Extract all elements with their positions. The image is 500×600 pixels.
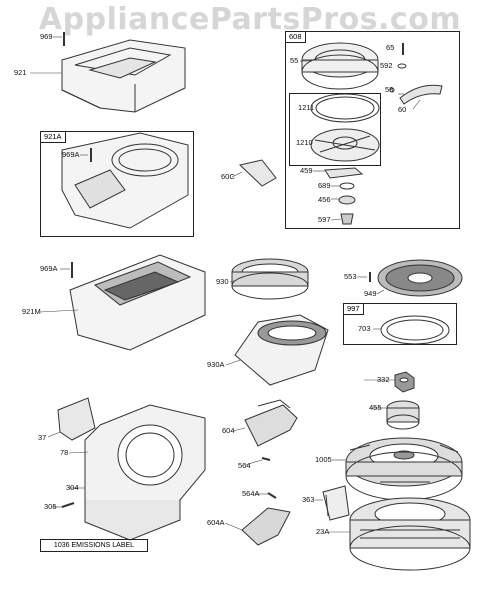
part-597 (340, 213, 354, 225)
screen-949 (377, 259, 463, 297)
washer-592 (397, 63, 407, 69)
part-459 (324, 167, 364, 179)
label-969: 969 (40, 32, 53, 41)
blower-housing-921A (61, 132, 189, 229)
cup-455 (386, 400, 420, 430)
label-1211: 1211 (298, 103, 315, 112)
flywheel-23A (349, 497, 471, 571)
label-921M: 921M (22, 307, 41, 316)
screw-564A (267, 492, 277, 499)
label-455: 455 (369, 403, 382, 412)
label-65: 65 (386, 43, 395, 52)
screen-930 (231, 258, 309, 300)
label-969A: 969A (40, 264, 58, 273)
label-363: 363 (302, 495, 315, 504)
label-60C: 60C (221, 172, 235, 181)
label-60: 60 (398, 105, 407, 114)
label-949: 949 (364, 289, 377, 298)
part-60C (238, 159, 277, 187)
label-55: 55 (290, 56, 299, 65)
label-23A: 23A (316, 527, 330, 536)
label-689: 689 (318, 181, 331, 190)
label-969A-top: 969A (62, 150, 80, 159)
label-604A: 604A (207, 518, 225, 527)
label-553: 553 (344, 272, 357, 281)
blower-housing-921 (61, 39, 186, 113)
box-608-label: 608 (286, 32, 306, 43)
label-332: 332 (377, 375, 390, 384)
label-1005: 1005 (315, 455, 332, 464)
screw-564 (261, 457, 271, 461)
handle-58-60 (389, 84, 443, 105)
label-921: 921 (14, 68, 27, 77)
label-597: 597 (318, 215, 331, 224)
bracket-604 (244, 399, 298, 447)
label-305: 305 (44, 502, 57, 511)
label-1210: 1210 (296, 138, 313, 147)
part-456 (338, 195, 356, 205)
starter-housing-55 (301, 42, 379, 90)
box-997: 997 (343, 303, 457, 345)
box-608: 608 (285, 31, 460, 229)
label-459: 459 (300, 166, 313, 175)
label-930A: 930A (207, 360, 225, 369)
flywheel-1005 (345, 437, 463, 501)
spring-1211 (310, 93, 380, 123)
baffle-37 (57, 397, 96, 441)
blower-housing-921M (69, 254, 206, 351)
label-930: 930 (216, 277, 229, 286)
label-58: 58 (385, 85, 394, 94)
bracket-363 (322, 485, 350, 521)
emissions-label-box: 1036 EMISSIONS LABEL (40, 539, 148, 552)
box-921A: 921A (40, 131, 194, 237)
box-997-label: 997 (344, 304, 364, 315)
pulley-1210 (310, 128, 380, 162)
housing-304 (84, 404, 206, 541)
label-564: 564 (238, 461, 251, 470)
label-604: 604 (222, 426, 235, 435)
guard-930A (234, 314, 329, 386)
box-921A-label: 921A (41, 132, 66, 143)
screw-305 (61, 502, 75, 508)
label-703: 703 (358, 324, 371, 333)
cover-604A (241, 507, 291, 546)
nut-332 (394, 371, 415, 393)
label-456: 456 (318, 195, 331, 204)
label-304: 304 (66, 483, 79, 492)
label-564A: 564A (242, 489, 260, 498)
label-592: 592 (380, 61, 393, 70)
label-37: 37 (38, 433, 47, 442)
box-1211 (289, 93, 381, 166)
label-78: 78 (60, 448, 69, 457)
